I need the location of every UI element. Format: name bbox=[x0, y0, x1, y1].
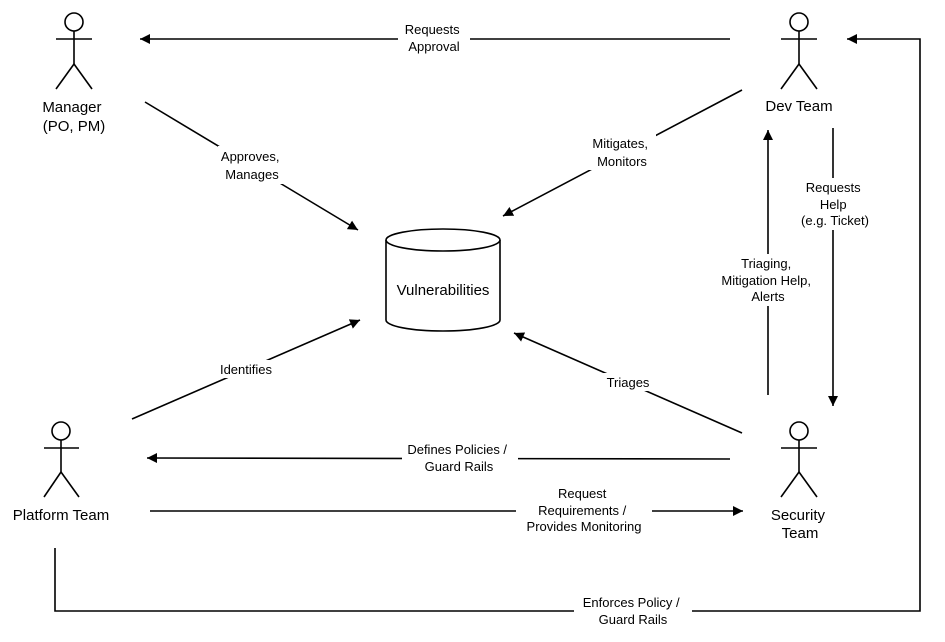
svg-text:Triaging, Mitigation Hel: Triaging, Mitigation Help, Alerts bbox=[721, 256, 814, 304]
svg-text:Mitigates, Monitors: Mitigates, Monitors bbox=[592, 136, 651, 169]
svg-text:Requests Help (e.g: Requests Help (e.g. Ticket) bbox=[801, 180, 869, 228]
svg-text:Request Requirements /: Request Requirements / Provides Monitori… bbox=[527, 486, 642, 534]
actor-platform-team-label: Platform Team bbox=[13, 507, 109, 524]
svg-text:Approves, Manages: Approves, Manages bbox=[221, 149, 283, 182]
edge-label-triages: Triages bbox=[600, 373, 656, 391]
edge-label-requests-help: Requests Help (e.g. Ticket) bbox=[794, 178, 874, 230]
actor-security-team: Security Team bbox=[771, 421, 829, 542]
actor-manager-label: Manager (PO, PM) bbox=[42, 99, 105, 135]
edge-label-defines-policies: Defines Policies / Guard Rails bbox=[402, 440, 518, 476]
actor-manager: Manager (PO, PM) bbox=[42, 12, 105, 135]
stick-figure-icon bbox=[55, 12, 93, 90]
edge-label-requests-approval: Requests Approval bbox=[398, 20, 470, 56]
svg-text:Enforces Policy / Guard: Enforces Policy / Guard Rails bbox=[583, 595, 683, 627]
svg-text:Defines Policies / Guard: Defines Policies / Guard Rails bbox=[407, 442, 510, 474]
edge-label-approves-manages: Approves, Manages bbox=[218, 146, 286, 184]
vulnerabilities-store: Vulnerabilities bbox=[385, 228, 501, 332]
vulnerabilities-label: Vulnerabilities bbox=[397, 282, 490, 299]
actor-platform-team: Platform Team bbox=[13, 421, 109, 524]
actor-dev-team-label: Dev Team bbox=[765, 98, 832, 115]
stick-figure-icon bbox=[780, 421, 818, 498]
stick-figure-icon bbox=[43, 421, 80, 498]
edge-label-triaging: Triaging, Mitigation Help, Alerts bbox=[716, 254, 820, 306]
edge-label-identifies: Identifies bbox=[214, 360, 278, 378]
actor-security-team-label: Security Team bbox=[771, 507, 829, 542]
edge-label-mitigates-monitors: Mitigates, Monitors bbox=[588, 134, 656, 170]
svg-text:Triages: Triages bbox=[607, 375, 650, 390]
edge-enforces-policy bbox=[54, 34, 921, 612]
edge-label-request-requirements: Request Requirements / Provides Monitori… bbox=[516, 484, 652, 536]
actor-dev-team: Dev Team bbox=[765, 12, 833, 115]
stick-figure-icon bbox=[780, 12, 818, 90]
svg-text:Requests Approval: Requests Approval bbox=[405, 22, 464, 54]
svg-text:Identifies: Identifies bbox=[220, 362, 273, 377]
edge-label-enforces-policy: Enforces Policy / Guard Rails bbox=[574, 593, 692, 629]
